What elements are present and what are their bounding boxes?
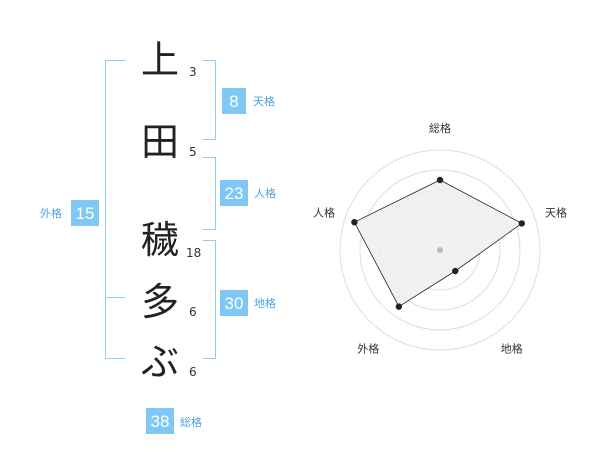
radar-ring-4 bbox=[359, 169, 521, 331]
soukaku-label: 総格 bbox=[180, 416, 202, 429]
tenkaku-value: 8 bbox=[222, 88, 246, 114]
outer-bracket bbox=[105, 60, 125, 359]
chikaku-value: 30 bbox=[220, 290, 248, 316]
stroke-count-5: 6 bbox=[189, 365, 197, 379]
radar-axis-label-2: 天格 bbox=[545, 205, 567, 219]
gaikaku-label: 外格 bbox=[40, 207, 62, 220]
name-char-2: 田 bbox=[140, 120, 179, 164]
tenkaku-label: 天格 bbox=[253, 95, 275, 108]
jinkaku-label: 人格 bbox=[254, 187, 276, 200]
radar-axis-label-4: 外格 bbox=[357, 342, 379, 356]
jinkaku-bracket bbox=[203, 157, 216, 230]
chikaku-bracket bbox=[203, 240, 216, 359]
radar-area bbox=[353, 179, 523, 308]
tenkaku-bracket bbox=[203, 60, 216, 140]
radar-point-4 bbox=[395, 303, 403, 310]
chikaku-label: 地格 bbox=[254, 297, 276, 310]
outer-bracket-tick bbox=[105, 297, 125, 298]
stroke-count-2: 5 bbox=[189, 145, 197, 159]
name-char-5: ぶ bbox=[140, 340, 179, 384]
soukaku-value: 38 bbox=[146, 408, 174, 434]
name-char-3: 穢 bbox=[140, 218, 179, 262]
radar-center-dot bbox=[437, 247, 443, 253]
radar-point-3 bbox=[452, 267, 459, 275]
radar-point-5 bbox=[351, 218, 358, 226]
radar-point-2 bbox=[518, 220, 525, 227]
name-char-4: 多 bbox=[140, 280, 179, 324]
stroke-count-4: 6 bbox=[189, 305, 197, 319]
radar-ring-5 bbox=[339, 149, 541, 351]
radar-axis-label-3: 地格 bbox=[501, 342, 523, 356]
radar-point-1 bbox=[436, 176, 444, 184]
radar-axis-label-1: 総格 bbox=[429, 121, 451, 135]
radar-axis-label-5: 人格 bbox=[313, 205, 335, 219]
stroke-count-1: 3 bbox=[189, 65, 197, 79]
jinkaku-value: 23 bbox=[220, 180, 248, 206]
gaikaku-value: 15 bbox=[71, 200, 99, 226]
name-char-1: 上 bbox=[140, 38, 179, 82]
stroke-count-3: 18 bbox=[186, 246, 202, 260]
